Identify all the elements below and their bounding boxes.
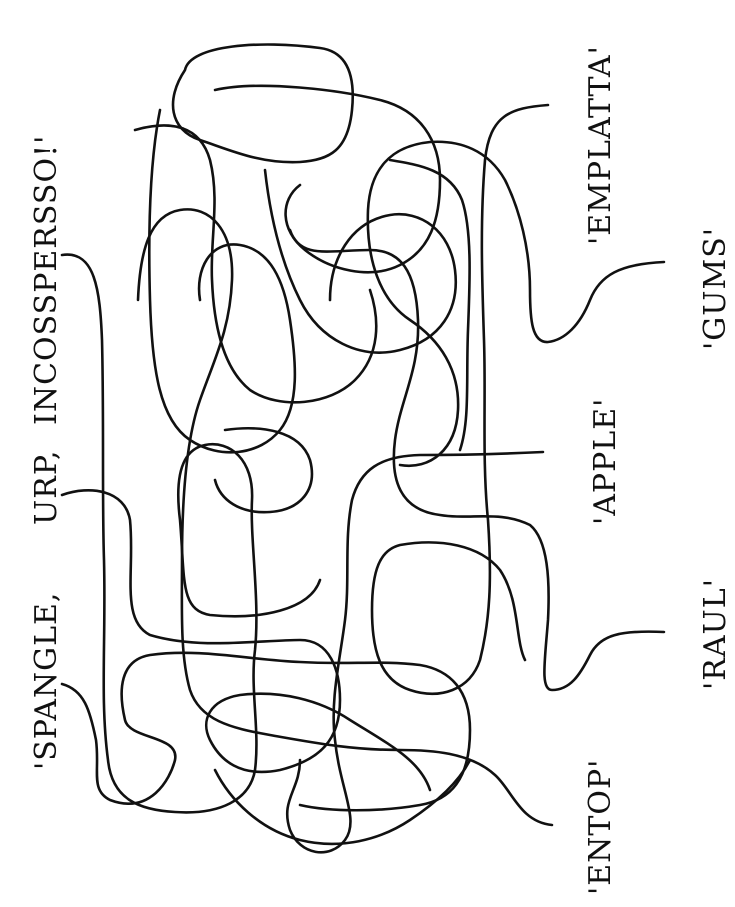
maze-path-7 — [288, 228, 666, 692]
maze-loop-1 — [171, 43, 355, 164]
maze-path-5 — [366, 140, 666, 468]
maze-loop-8 — [213, 758, 472, 846]
maze-loop-3 — [263, 168, 458, 354]
label-emplatta: 'EMPLATTA' — [583, 45, 618, 245]
label-urp: URP, — [29, 449, 64, 525]
maze-path-8 — [136, 208, 554, 827]
maze-path-3 — [60, 253, 322, 814]
label-spangle: 'SPANGLE, — [29, 592, 64, 770]
label-apple: 'APPLE' — [588, 398, 623, 525]
maze-loop-6 — [213, 427, 314, 514]
label-raul: 'RAUL' — [698, 578, 733, 690]
maze-path-1 — [60, 651, 472, 812]
maze-loop-5 — [133, 124, 378, 404]
maze-loop-2 — [148, 108, 297, 454]
maze-lines — [60, 43, 666, 854]
label-entop: 'ENTOP' — [583, 759, 618, 895]
maze-path-4 — [370, 103, 550, 695]
maze-loop-4 — [213, 84, 442, 274]
label-incossperso: INCOSSPERSSO!' — [29, 135, 64, 425]
maze-path-6 — [285, 450, 545, 854]
label-gums: 'GUMS' — [698, 227, 733, 350]
maze-loop-7 — [388, 158, 471, 452]
